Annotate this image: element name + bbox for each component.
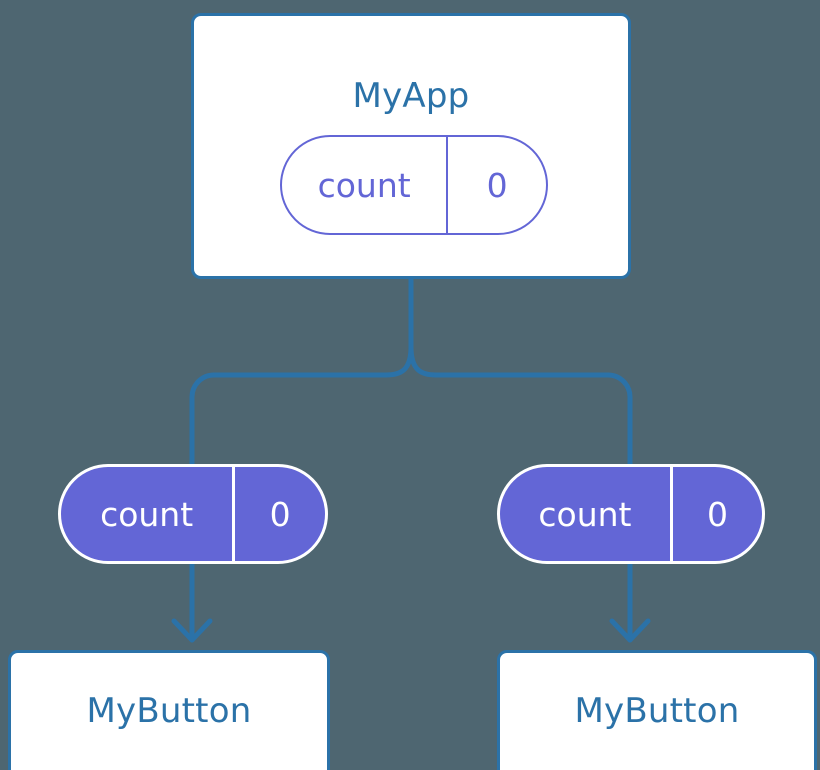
arrow-right-head	[609, 618, 651, 643]
prop-pill-value: 0	[706, 494, 728, 534]
component-title-mybutton: MyButton	[86, 691, 252, 731]
prop-pill-key: count	[500, 467, 673, 561]
component-box-myapp[interactable]: MyApp count 0	[191, 13, 631, 279]
branch-right-wire	[433, 372, 633, 473]
fork-right-curve	[408, 344, 439, 378]
fork-left-curve	[383, 344, 414, 378]
component-box-mybutton-right[interactable]: MyButton	[497, 650, 817, 770]
prop-pill-right-count[interactable]: count 0	[497, 464, 765, 564]
state-pill-value: 0	[486, 165, 508, 205]
component-box-mybutton-left[interactable]: MyButton	[8, 650, 330, 770]
prop-pill-key: count	[61, 467, 236, 561]
arrow-left-head	[171, 618, 213, 643]
state-pill-key: count	[282, 137, 449, 233]
state-pill-myapp-count[interactable]: count 0	[280, 135, 548, 235]
prop-pill-left-count[interactable]: count 0	[58, 464, 328, 564]
prop-pill-value: 0	[269, 494, 291, 534]
branch-left-wire	[189, 372, 389, 473]
component-title-mybutton: MyButton	[574, 691, 740, 731]
component-title-myapp: MyApp	[352, 76, 470, 116]
